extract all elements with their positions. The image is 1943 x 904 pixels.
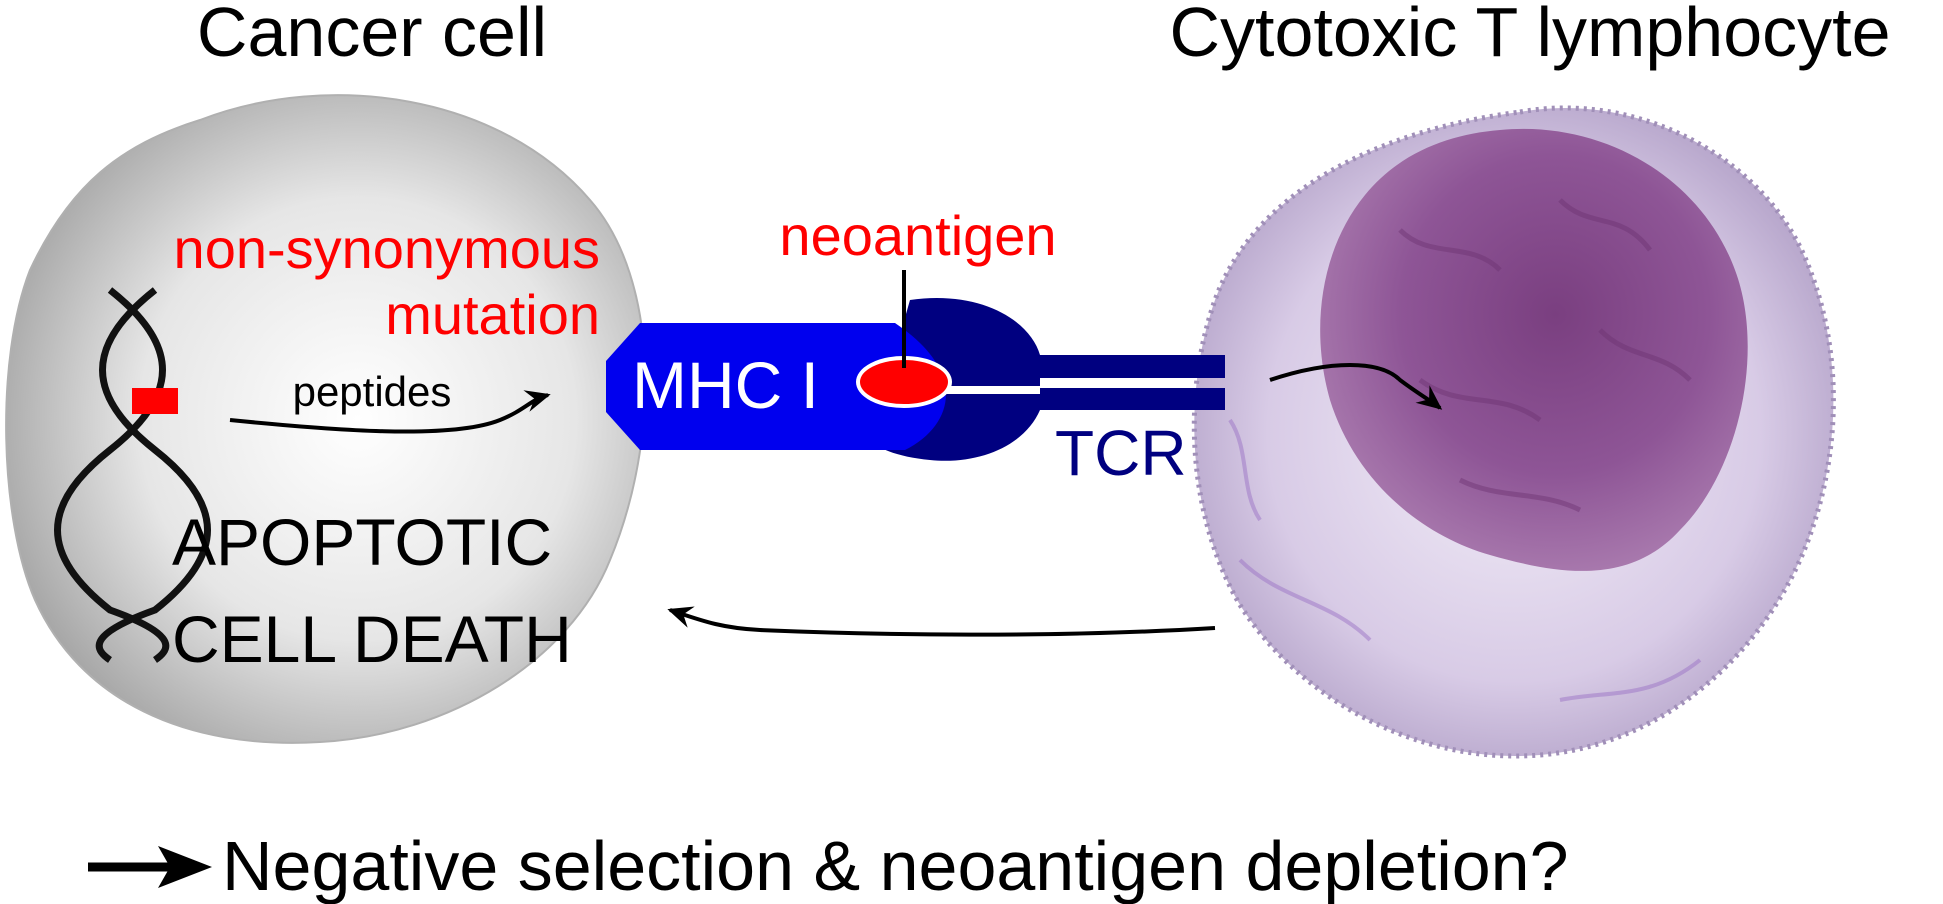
t-lymphocyte bbox=[1191, 105, 1836, 759]
mhc-label: MHC I bbox=[632, 348, 819, 422]
peptides-label: peptides bbox=[293, 368, 452, 415]
t-cell-title: Cytotoxic T lymphocyte bbox=[1169, 0, 1890, 71]
peptides-arrow bbox=[229, 390, 551, 434]
tcr-receptor bbox=[870, 298, 1225, 461]
mhc-i-molecule bbox=[606, 323, 946, 450]
cancer-cell-title: Cancer cell bbox=[197, 0, 547, 71]
neoantigen-label: neoantigen bbox=[779, 204, 1056, 267]
footer-caption: Negative selection & neoantigen depletio… bbox=[222, 827, 1569, 904]
killing-arrow bbox=[667, 606, 1216, 637]
mutation-label-line2: mutation bbox=[385, 283, 600, 346]
t-cell-nucleus bbox=[1320, 128, 1748, 571]
footer-arrow-icon bbox=[88, 846, 212, 888]
apoptotic-label: APOPTOTIC bbox=[172, 505, 552, 579]
tcr-label: TCR bbox=[1055, 417, 1187, 489]
cell-death-label: CELL DEATH bbox=[172, 602, 572, 676]
cancer-cell bbox=[5, 94, 647, 744]
activation-arrow bbox=[1269, 363, 1443, 410]
mutation-marker bbox=[132, 388, 178, 414]
mutation-label-line1: non-synonymous bbox=[174, 217, 600, 280]
dna-helix-icon bbox=[54, 287, 211, 663]
